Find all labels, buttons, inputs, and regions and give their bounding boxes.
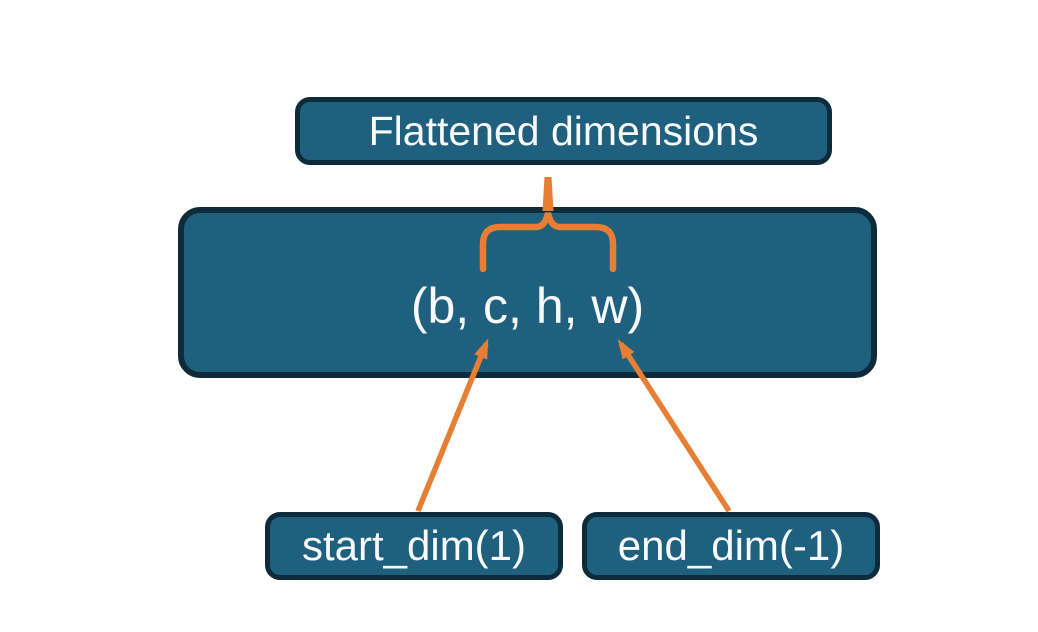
start-dim-label: start_dim(1) [301, 522, 527, 569]
flattened-dimensions-box: Flattened dimensions [295, 97, 832, 165]
tensor-shape-label: (b, c, h, w) [410, 277, 645, 334]
tensor-shape-box: (b, c, h, w) [178, 207, 877, 378]
brace-stem [542, 177, 554, 211]
start-dim-box: start_dim(1) [265, 512, 563, 580]
end-dim-box: end_dim(-1) [582, 512, 880, 580]
flattened-dimensions-label: Flattened dimensions [368, 107, 759, 154]
end-dim-label: end_dim(-1) [617, 522, 845, 569]
